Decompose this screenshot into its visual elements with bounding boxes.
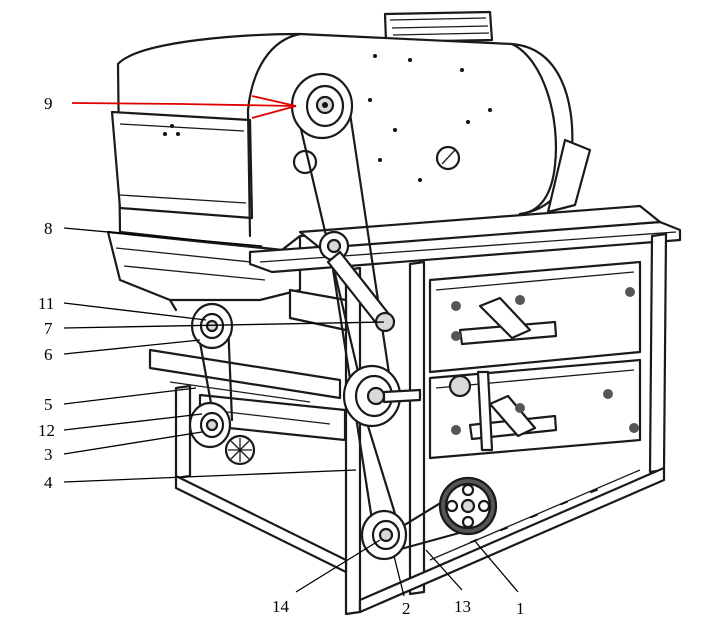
- callout-1: 1: [516, 599, 525, 618]
- callout-14: 14: [272, 597, 290, 616]
- leader-14: [295, 539, 381, 593]
- pulley-2-14: [360, 509, 408, 561]
- arrow-9: [251, 95, 297, 119]
- internal-chutes: [148, 288, 348, 442]
- callout-13: 13: [454, 597, 471, 616]
- leader-11: [63, 302, 207, 321]
- leader-12: [63, 413, 203, 431]
- leader-9: [71, 102, 295, 107]
- callout-7: 7: [44, 319, 53, 338]
- sieve-boxes: [428, 260, 642, 460]
- leader-8: [63, 227, 263, 247]
- leader-lines: [63, 95, 519, 597]
- main-frame: [174, 204, 682, 616]
- leader-3: [63, 431, 203, 455]
- leader-5: [63, 387, 197, 405]
- lower-trough: [106, 230, 302, 312]
- leader-13: [425, 549, 463, 591]
- pulley-main: [342, 364, 422, 428]
- pulley-8: [318, 230, 396, 333]
- callout-12: 12: [38, 421, 55, 440]
- callout-6: 6: [44, 345, 53, 364]
- callout-8: 8: [44, 219, 53, 238]
- pulley-7-6: [190, 302, 234, 350]
- leader-2: [393, 555, 405, 597]
- callout-5: 5: [44, 395, 53, 414]
- callout-4: 4: [44, 473, 53, 492]
- top-hopper: [110, 10, 592, 252]
- callout-labels: 9 8 11 7 6 5 12 3 4 14 2 13 1: [38, 94, 525, 618]
- callout-11: 11: [38, 294, 54, 313]
- leader-6: [63, 339, 201, 355]
- pulley-12-3: [188, 401, 256, 466]
- callout-9: 9: [44, 94, 53, 113]
- leader-4: [63, 469, 357, 483]
- gear-1: [438, 476, 498, 536]
- leader-1: [473, 539, 519, 593]
- leader-7: [63, 321, 385, 329]
- pulley-9: [290, 72, 354, 140]
- callout-3: 3: [44, 445, 53, 464]
- callout-2: 2: [402, 599, 411, 618]
